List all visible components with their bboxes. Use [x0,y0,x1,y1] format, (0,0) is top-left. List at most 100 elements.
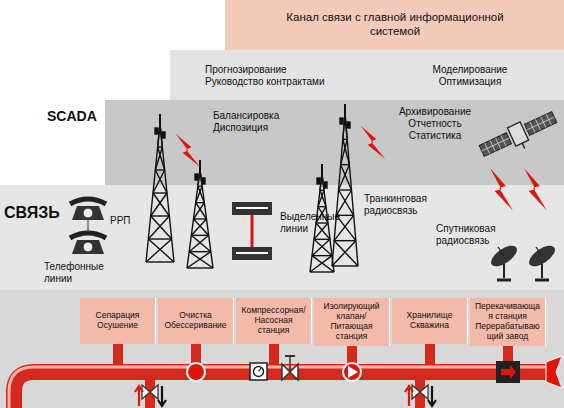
pipeline-symbol [158,386,166,406]
layer-title: SCADA [47,108,103,125]
process-box: Компрессорная/Насосная станция [236,298,312,344]
radio-tower [151,215,170,216]
radio-tower [191,235,208,236]
radio-tower [339,189,352,190]
radio-tower [195,174,198,180]
pipeline-symbol [254,367,264,377]
signal-bolt [176,134,200,167]
radio-tower [155,170,167,193]
radio-tower [194,218,207,219]
pipeline-symbol [285,355,295,357]
comm-icon [70,104,561,280]
leased-line-icon [236,252,268,254]
telephone [70,199,106,204]
radio-tower [310,256,332,272]
band-label: Выделенные линии [280,211,346,235]
satellite [522,143,525,148]
leased-line-icon [232,202,272,260]
leased-line-icon [232,247,272,260]
scada-band: SCADAБалансировка ДиспозицияАрхивировани… [105,100,564,185]
radio-tower [191,235,211,251]
radio-tower [146,261,174,262]
radio-tower [191,219,206,235]
radio-tower [347,122,350,128]
band-label: Прогнозирование Руководство контрактами [205,64,345,88]
pipeline [9,367,546,408]
pipeline-symbol [412,385,428,399]
process-label: Изолирующий клапан/Питающая станция [317,302,386,341]
radio-tower [151,193,167,216]
radio-tower [187,170,213,268]
radio-tower [318,190,324,206]
satellite-dish [488,242,521,280]
telephone [72,206,104,220]
satellite [479,133,511,157]
pipeline [9,336,548,408]
radio-tower [194,203,205,219]
comm-band: СВЯЗЬТелефонные линииРРПВыделенные линии… [0,185,564,290]
pipeline-ground [0,290,564,408]
radio-tower [316,223,330,239]
radio-tower [318,206,326,207]
pipeline-symbol [343,363,361,381]
radio-tower [187,252,211,268]
radio-tower [332,265,358,266]
radio-tower [312,256,334,272]
radio-tower [344,104,346,114]
pipeline-symbol [135,386,143,406]
satellite-dish [526,242,559,280]
radio-tower [148,239,174,262]
band-label: РРП [110,215,144,227]
radio-tower [189,251,211,252]
radio-tower [148,238,171,239]
pipeline-symbol [142,385,158,399]
band-label: Канал связи с главной информационной сис… [275,11,515,39]
pipeline-symbol [259,368,262,372]
telephone [70,233,106,254]
satellite [478,108,561,165]
radio-tower [189,252,213,268]
pipeline-symbol [135,356,562,406]
satellite-dish [536,247,542,256]
satellite-dish [497,279,511,282]
pipeline-symbol [405,386,413,406]
pipeline-symbol [428,386,436,406]
process-box: Хранилище Скважина [392,298,468,344]
layer-title: СВЯЗЬ [4,203,68,222]
band-fill [105,100,564,185]
band-label: Моделирование Оптимизация [415,64,525,88]
radio-tower [314,239,332,255]
radio-tower [341,139,348,164]
radio-tower [316,222,328,223]
radio-tower [310,174,334,272]
radio-tower [148,216,169,239]
satellite [525,112,557,136]
radio-tower [324,182,327,188]
radio-tower [151,216,172,239]
pipeline-symbol [546,356,562,388]
pipeline-symbol [348,366,358,378]
radio-tower [155,169,164,170]
telephone [70,233,106,238]
process-box: Очистка Обессеривание [158,298,234,344]
radio-tower [334,241,358,266]
radio-tower [339,165,350,190]
radio-tower [317,178,320,184]
pipeline [14,372,548,408]
radio-tower [146,124,174,262]
radio-tower [341,165,352,190]
radio-tower [153,192,167,193]
satellite [527,117,554,130]
radio-tower [332,104,358,266]
process-box: Изолирующий клапан/Питающая станция [314,298,390,346]
pipeline-symbol [187,363,205,381]
band-label: Архивирование Отчетность Статистика [385,106,485,142]
signal-bolt [485,168,519,211]
phone-cord [87,220,88,232]
radio-tower [189,235,209,251]
radio-tower [334,240,356,241]
pipeline-symbol [496,361,520,383]
